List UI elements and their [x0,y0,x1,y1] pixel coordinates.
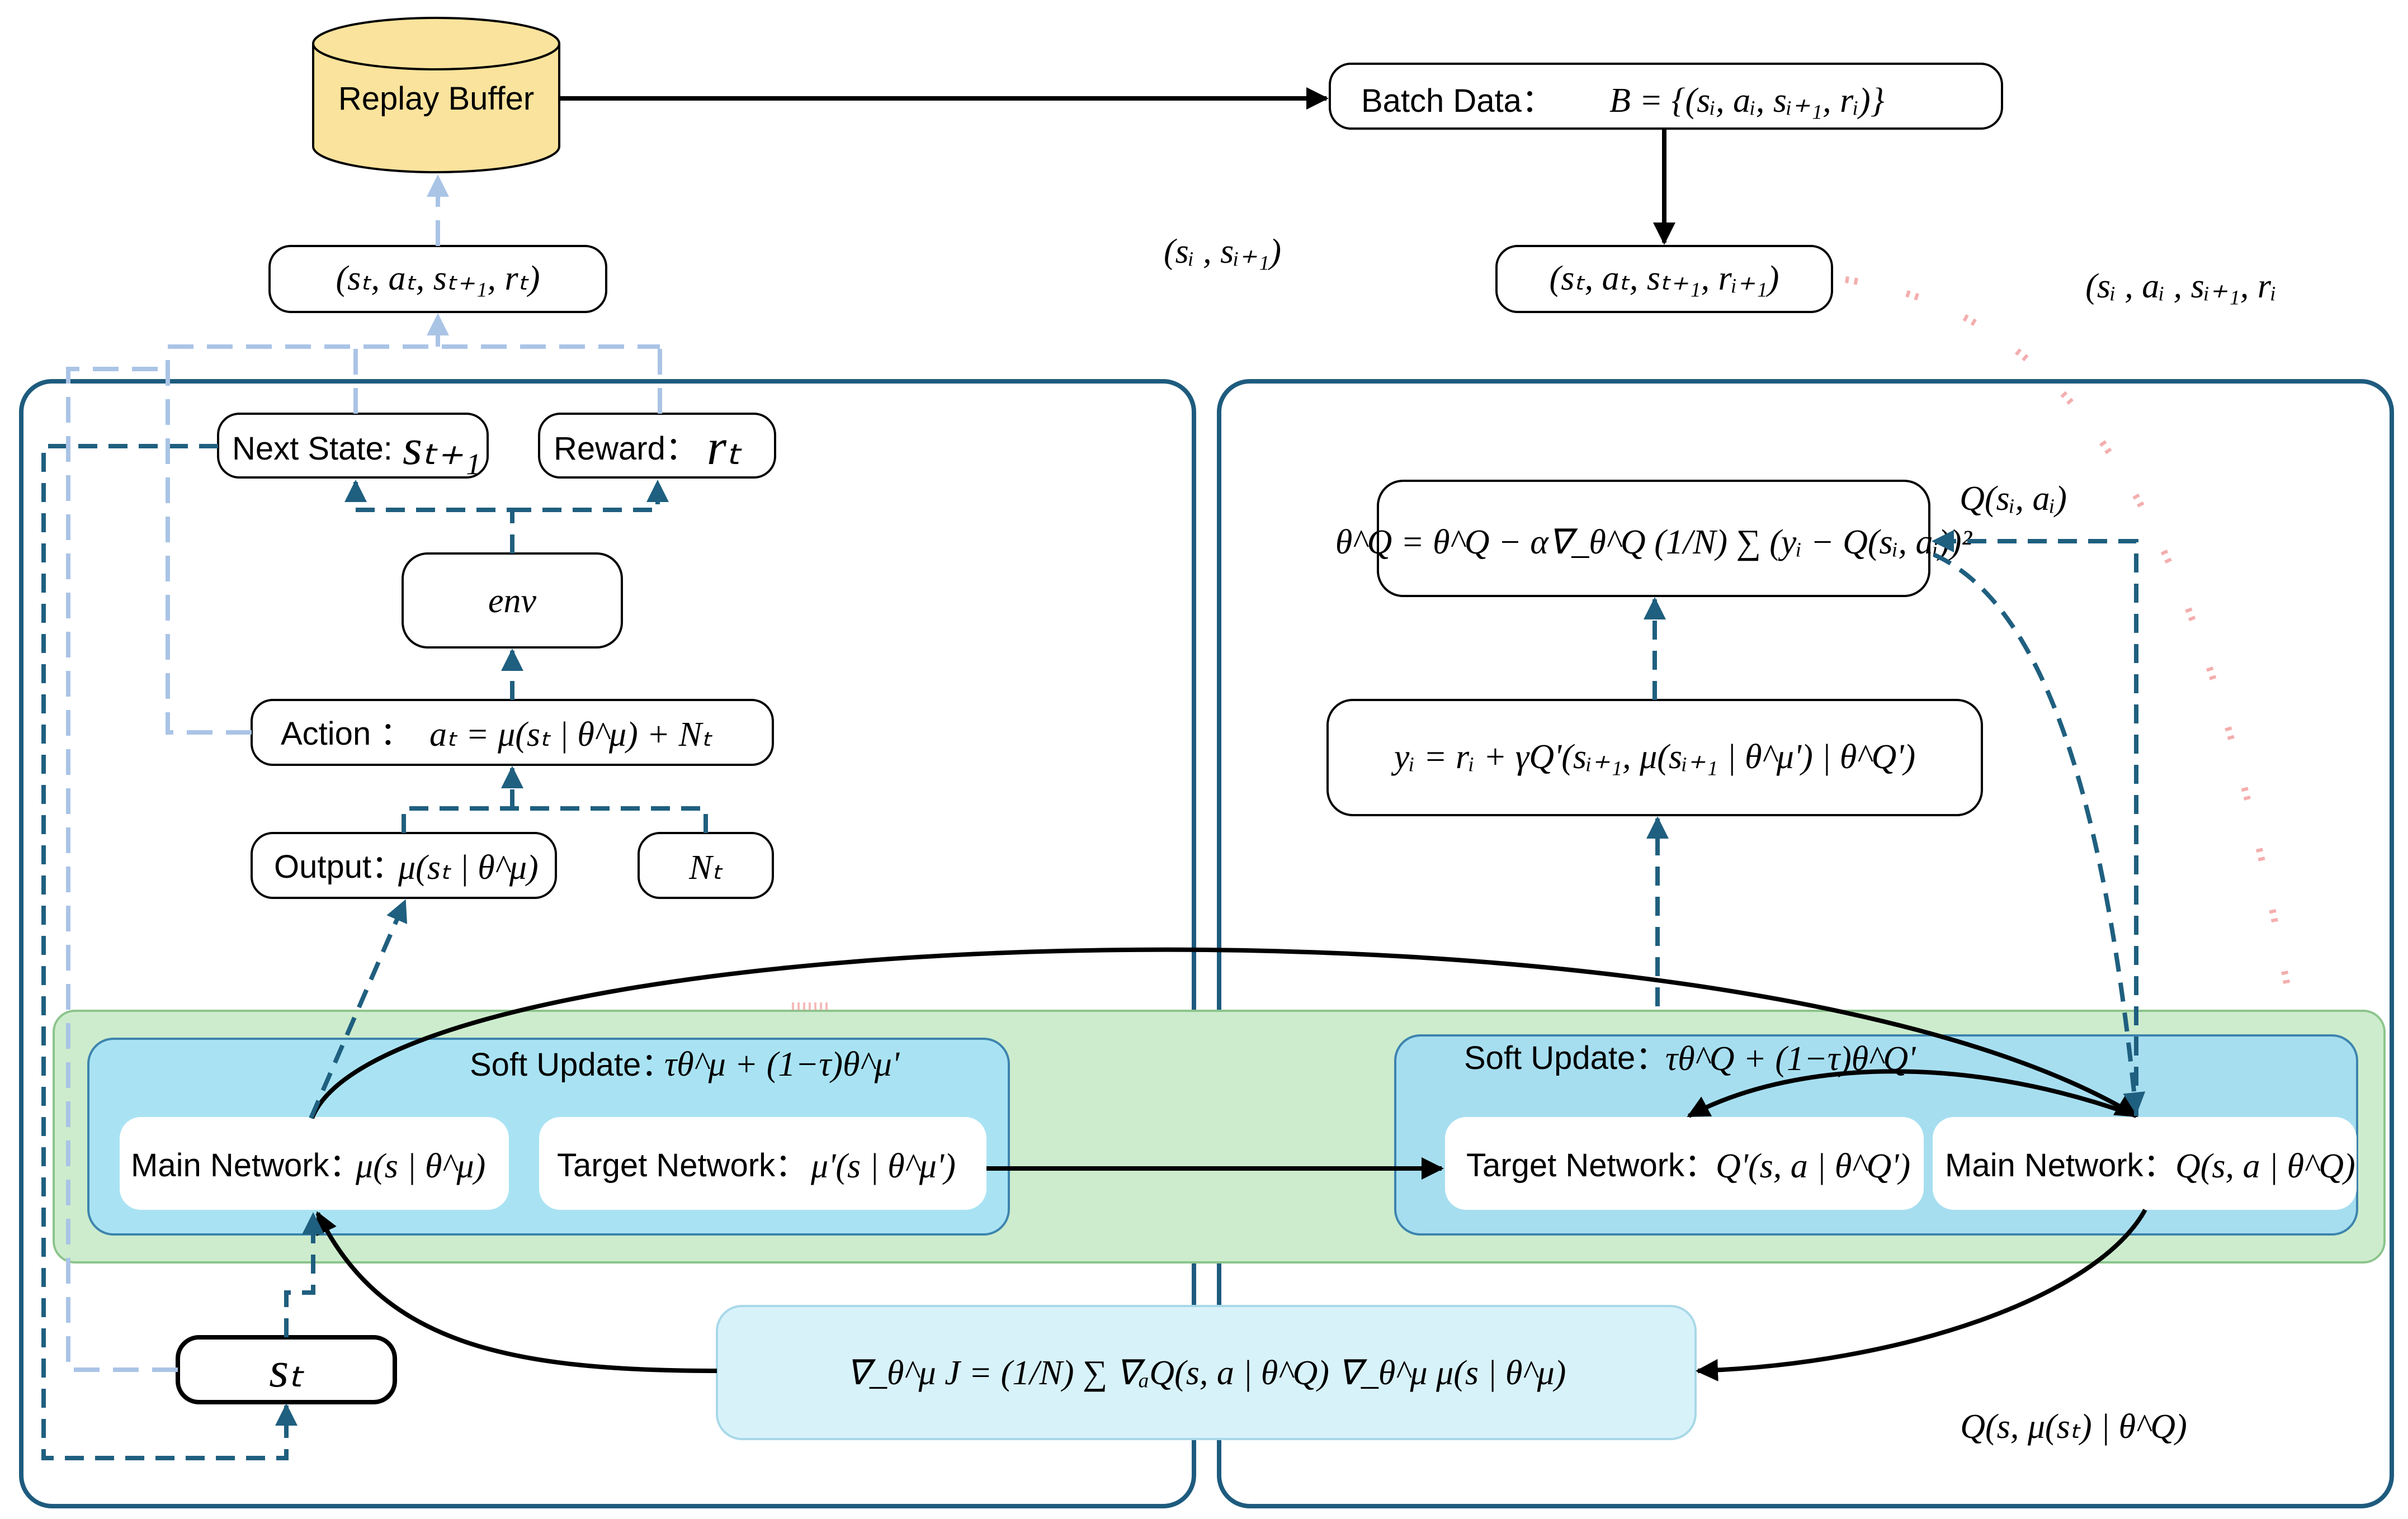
state-node-symbol: sₜ [269,1342,304,1398]
target-y-formula: yᵢ = rᵢ + γQ'(sᵢ₊₁, μ(sᵢ₊₁ | θ^μ') | θ^Q… [1391,738,1915,776]
env-label: env [488,582,537,620]
actor-target-network-box [539,1117,986,1210]
actor-target-network-formula: μ'(s | θ^μ') [810,1147,956,1185]
actor-main-network-label: Main Network： [131,1147,362,1184]
arrow-actor-main-to-output [309,899,408,1119]
s-pair-label: (sᵢ , sᵢ₊₁) [1164,233,1281,271]
replay-buffer-label: Replay Buffer [338,81,534,117]
arrow-actor-main-to-critic-main [310,947,2138,1119]
transition-left-formula: (sₜ, aₜ, sₜ₊₁, rₜ) [336,259,540,297]
actor-target-network-label: Target Network： [557,1147,808,1184]
critic-panel [1217,379,2394,1508]
transition-right-box [1495,245,1833,313]
critic-q-label: Q(s, μ(sₜ) | θ^Q) [1960,1408,2187,1446]
reward-box [538,413,776,479]
sample-tuple-label: (sᵢ , aᵢ , sᵢ₊₁, rᵢ [2085,267,2277,305]
output-formula: μ(sₜ | θ^μ) [398,849,539,887]
replay-buffer: Replay Buffer [312,17,560,173]
arrow-gradient-to-actor-main [315,1211,717,1373]
transition-right-formula: (sₜ, aₜ, sₜ₊₁, rᵢ₊₁) [1550,259,1779,297]
reward-symbol: rₜ [707,420,742,475]
arrow-output-to-action [402,806,708,833]
action-formula: aₜ = μ(sₜ | θ^μ) + Nₜ [429,716,713,754]
line-action-loop [166,347,252,735]
q-si-ai-label: Q(sᵢ, aᵢ) [1960,480,2067,518]
actor-soft-update-label: Soft Update： [470,1047,673,1083]
arrow-critic-update-to-main [1933,552,2146,1115]
policy-gradient-formula: ∇_θ^μ J = (1/N) ∑ ∇ₐQ(s, a | θ^Q) ∇_θ^μ … [847,1354,1566,1392]
arrow-env-to-reward [512,480,669,512]
arrow-critic-main-to-target [1687,1069,2137,1118]
actor-main-network-formula: μ(s | θ^μ) [355,1147,485,1185]
critic-main-network-label: Main Network： [1945,1147,2176,1184]
line-state-loop [66,367,178,1372]
critic-update-box [1377,480,1930,597]
output-label: Output： [274,849,404,885]
arrow-critic-main-up [1932,530,2138,1116]
loop-next-state-to-state [41,444,298,1460]
actor-panel [19,379,1196,1508]
red-dotted-arc [1845,276,2296,1019]
critic-soft-update-label: Soft Update： [1464,1040,1668,1076]
next-state-label: Next State: [232,430,393,467]
actor-main-network-box [120,1117,509,1210]
critic-target-network-box [1445,1117,1924,1210]
critic-update-formula: θ^Q = θ^Q − α∇_θ^Q (1/N) ∑ (yᵢ − Q(sᵢ, a… [1335,523,1973,561]
action-label: Action ： [281,716,412,752]
arrow-critic-to-gradient [1696,1209,2147,1381]
critic-main-network-box [1933,1117,2357,1210]
actor-soft-update-formula: τθ^μ + (1−τ)θ^μ' [664,1045,900,1083]
batch-data-formula: B = {(sᵢ, aᵢ, sᵢ₊₁, rᵢ)} [1609,82,1885,120]
reward-label: Reward： [554,430,698,467]
batch-data-label: Batch Data： [1361,83,1554,119]
critic-main-network-formula: Q(s, a | θ^Q) [2175,1147,2355,1185]
critic-target-network-label: Target Network： [1466,1147,1717,1184]
noise-symbol: Nₜ [688,849,723,887]
arrow-env-to-next-state [344,480,514,553]
next-state-symbol: sₜ₊₁ [403,420,481,475]
critic-target-network-formula: Q'(s, a | θ^Q') [1716,1147,1910,1185]
